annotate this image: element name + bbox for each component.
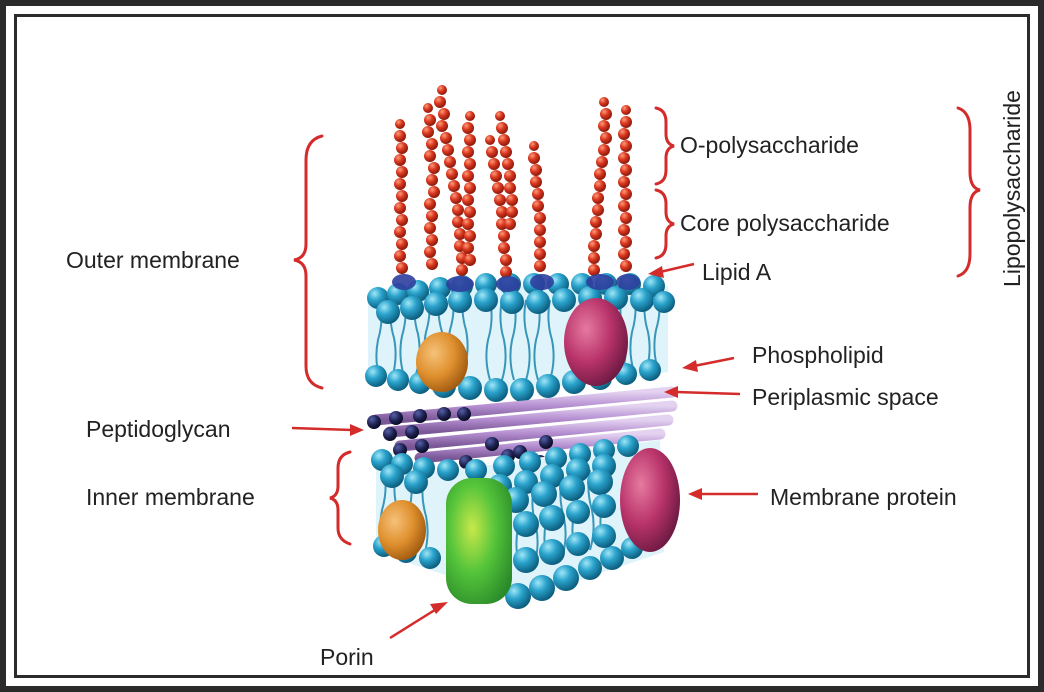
core-polysaccharide-bracket [656,190,674,258]
o-polysaccharide-label: O-polysaccharide [680,134,859,157]
o-polysaccharide-bracket [656,108,674,184]
membrane-protein-shape [620,448,680,552]
outer-membrane-protein [564,298,628,386]
porin-shape [446,478,512,604]
lipopolysaccharide-label-wrap: Lipopolysaccharide [995,60,1029,316]
lipid-a-label: Lipid A [702,261,771,284]
phospholipid-label: Phospholipid [752,344,884,367]
lipopolysaccharide-label: Lipopolysaccharide [999,90,1026,287]
outer-membrane-bilayer [365,273,675,402]
inner-membrane-bilayer [371,435,680,609]
periplasmic-space-label: Periplasmic space [752,386,939,409]
peptidoglycan-arrow [292,424,364,436]
inner-orange-protein [378,500,426,560]
phospholipid-arrow [682,358,734,372]
porin-arrow [390,602,448,638]
periplasmic-space-arrow [664,386,740,398]
membrane-protein-arrow [688,488,758,500]
peptidoglycan-label: Peptidoglycan [86,418,231,441]
inner-membrane-bracket [330,452,350,544]
inner-membrane-label: Inner membrane [86,486,255,509]
porin-label: Porin [320,646,374,669]
membrane-protein-label: Membrane protein [770,486,957,509]
lipopolysaccharide-chains [394,85,632,278]
outer-membrane-label: Outer membrane [66,249,240,272]
lipopolysaccharide-bracket [958,108,980,276]
outer-orange-protein [416,332,468,392]
core-polysaccharide-label: Core polysaccharide [680,212,890,235]
outer-membrane-bracket [294,136,322,388]
